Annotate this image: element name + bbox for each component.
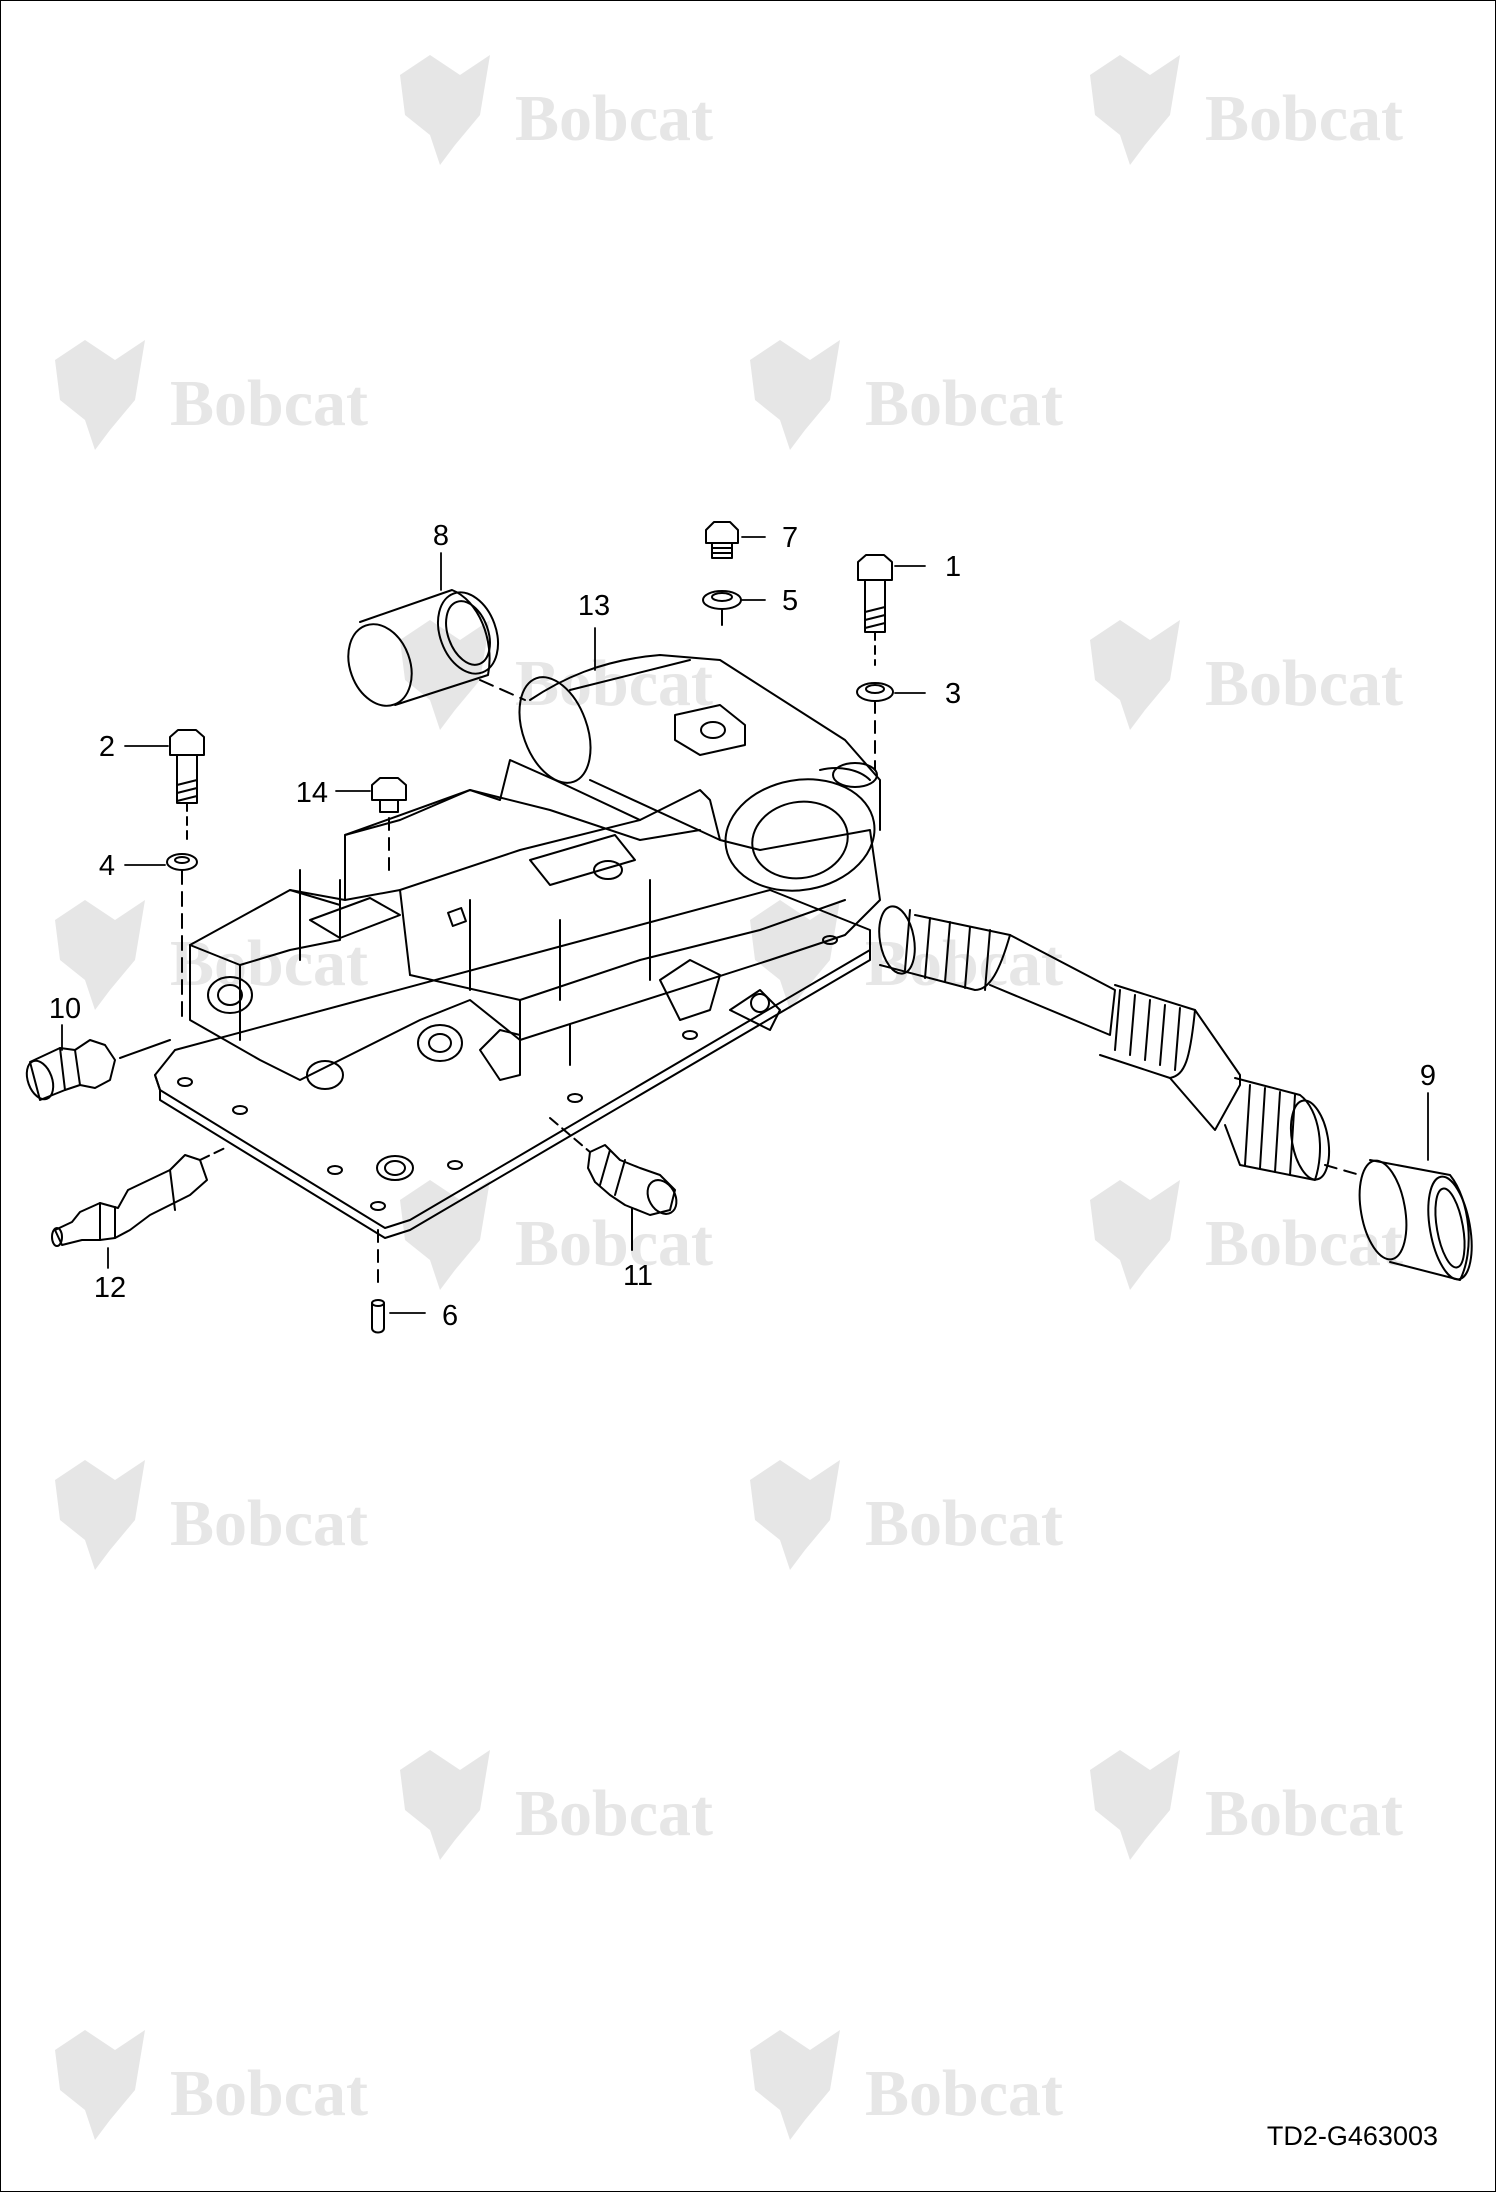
part-10-fitting	[25, 1039, 171, 1101]
bobcat-logo-icon	[55, 1460, 145, 1570]
watermark-tile: Bobcat	[400, 1180, 713, 1290]
callout-2: 2	[99, 731, 115, 763]
bobcat-logo-icon	[1090, 55, 1180, 165]
part-8-bushing	[347, 589, 526, 707]
watermark-tile: Bobcat	[400, 1750, 713, 1860]
watermark-tile: Bobcat	[1090, 55, 1403, 165]
watermark-tile: Bobcat	[55, 1460, 368, 1570]
watermark-tile: Bobcat	[1090, 1750, 1403, 1860]
watermark-text: Bobcat	[1205, 82, 1403, 155]
watermark-tile: Bobcat	[750, 1460, 1063, 1570]
part-9-shaft	[878, 905, 1361, 1181]
callout-11: 11	[623, 1260, 653, 1292]
bobcat-logo-icon	[1090, 620, 1180, 730]
bobcat-logo-icon	[55, 2030, 145, 2140]
part-9-bushing	[1358, 1159, 1473, 1281]
watermark-text: Bobcat	[515, 1207, 713, 1280]
bobcat-logo-icon	[400, 1750, 490, 1860]
watermark-tile: Bobcat	[55, 900, 368, 1010]
callout-4: 4	[99, 850, 115, 882]
part-11-pressure-switch	[549, 1117, 678, 1251]
watermark-text: Bobcat	[865, 367, 1063, 440]
callout-9: 9	[1420, 1060, 1436, 1092]
bobcat-logo-icon	[1090, 1750, 1180, 1860]
watermark-text: Bobcat	[1205, 1777, 1403, 1850]
callout-5: 5	[782, 585, 798, 617]
callout-13: 13	[578, 590, 610, 622]
watermark-text: Bobcat	[170, 367, 368, 440]
callout-7: 7	[782, 522, 798, 554]
callout-6: 6	[442, 1300, 458, 1332]
watermark-text: Bobcat	[1205, 1207, 1403, 1280]
part-5-washer	[702, 590, 742, 626]
watermark-tile: Bobcat	[750, 340, 1063, 450]
bobcat-logo-icon	[750, 900, 840, 1010]
watermark-text: Bobcat	[515, 82, 713, 155]
watermark-text: Bobcat	[515, 1777, 713, 1850]
part-3-washer	[856, 682, 894, 771]
watermark-layer: Bobcat Bobcat Bobcat Bobcat Bobcat Bobca…	[55, 55, 1403, 2140]
callout-leader-lines	[61, 536, 1429, 1314]
watermark-text: Bobcat	[865, 2057, 1063, 2130]
bobcat-logo-icon	[750, 340, 840, 450]
part-7-plug	[705, 521, 739, 559]
watermark-text: Bobcat	[865, 1487, 1063, 1560]
housing-base-plate	[154, 889, 871, 1239]
bobcat-logo-icon	[400, 55, 490, 165]
lift-housing-body	[189, 759, 881, 1181]
watermark-tile: Bobcat	[400, 55, 713, 165]
rockshaft-housing	[518, 654, 881, 892]
bobcat-logo-icon	[55, 340, 145, 450]
watermark-text: Bobcat	[170, 927, 368, 1000]
bobcat-logo-icon	[750, 2030, 840, 2140]
callout-12: 12	[94, 1272, 126, 1304]
watermark-text: Bobcat	[1205, 647, 1403, 720]
watermark-tile: Bobcat	[1090, 1180, 1403, 1290]
callout-labels: 1 2 3 4 5 6 7 8 9 10 11 12 13 14	[49, 520, 1436, 1332]
callout-8: 8	[433, 520, 449, 552]
watermark-text: Bobcat	[170, 1487, 368, 1560]
callout-14: 14	[296, 777, 328, 809]
part-1-bolt	[857, 554, 893, 666]
callout-10: 10	[49, 993, 81, 1025]
watermark-tile: Bobcat	[1090, 620, 1403, 730]
callout-1: 1	[945, 551, 961, 583]
bobcat-logo-icon	[400, 620, 490, 730]
bobcat-logo-icon	[400, 1180, 490, 1290]
watermark-tile: Bobcat	[750, 2030, 1063, 2140]
watermark-text: Bobcat	[515, 647, 713, 720]
watermark-tile: Bobcat	[400, 620, 713, 730]
watermark-tile: Bobcat	[55, 2030, 368, 2140]
part-4-washer	[166, 853, 198, 1021]
bobcat-logo-icon	[1090, 1180, 1180, 1290]
part-14-plug	[371, 777, 407, 871]
part-12-sensor	[51, 1147, 226, 1247]
watermark-tile: Bobcat	[55, 340, 368, 450]
bobcat-logo-icon	[750, 1460, 840, 1570]
watermark-text: Bobcat	[170, 2057, 368, 2130]
watermark-text: Bobcat	[865, 927, 1063, 1000]
drawing-code: TD2-G463003	[1266, 2121, 1438, 2151]
part-6-pin	[371, 1229, 385, 1334]
callout-3: 3	[945, 678, 961, 710]
bobcat-logo-icon	[55, 900, 145, 1010]
part-2-bolt	[169, 729, 205, 841]
